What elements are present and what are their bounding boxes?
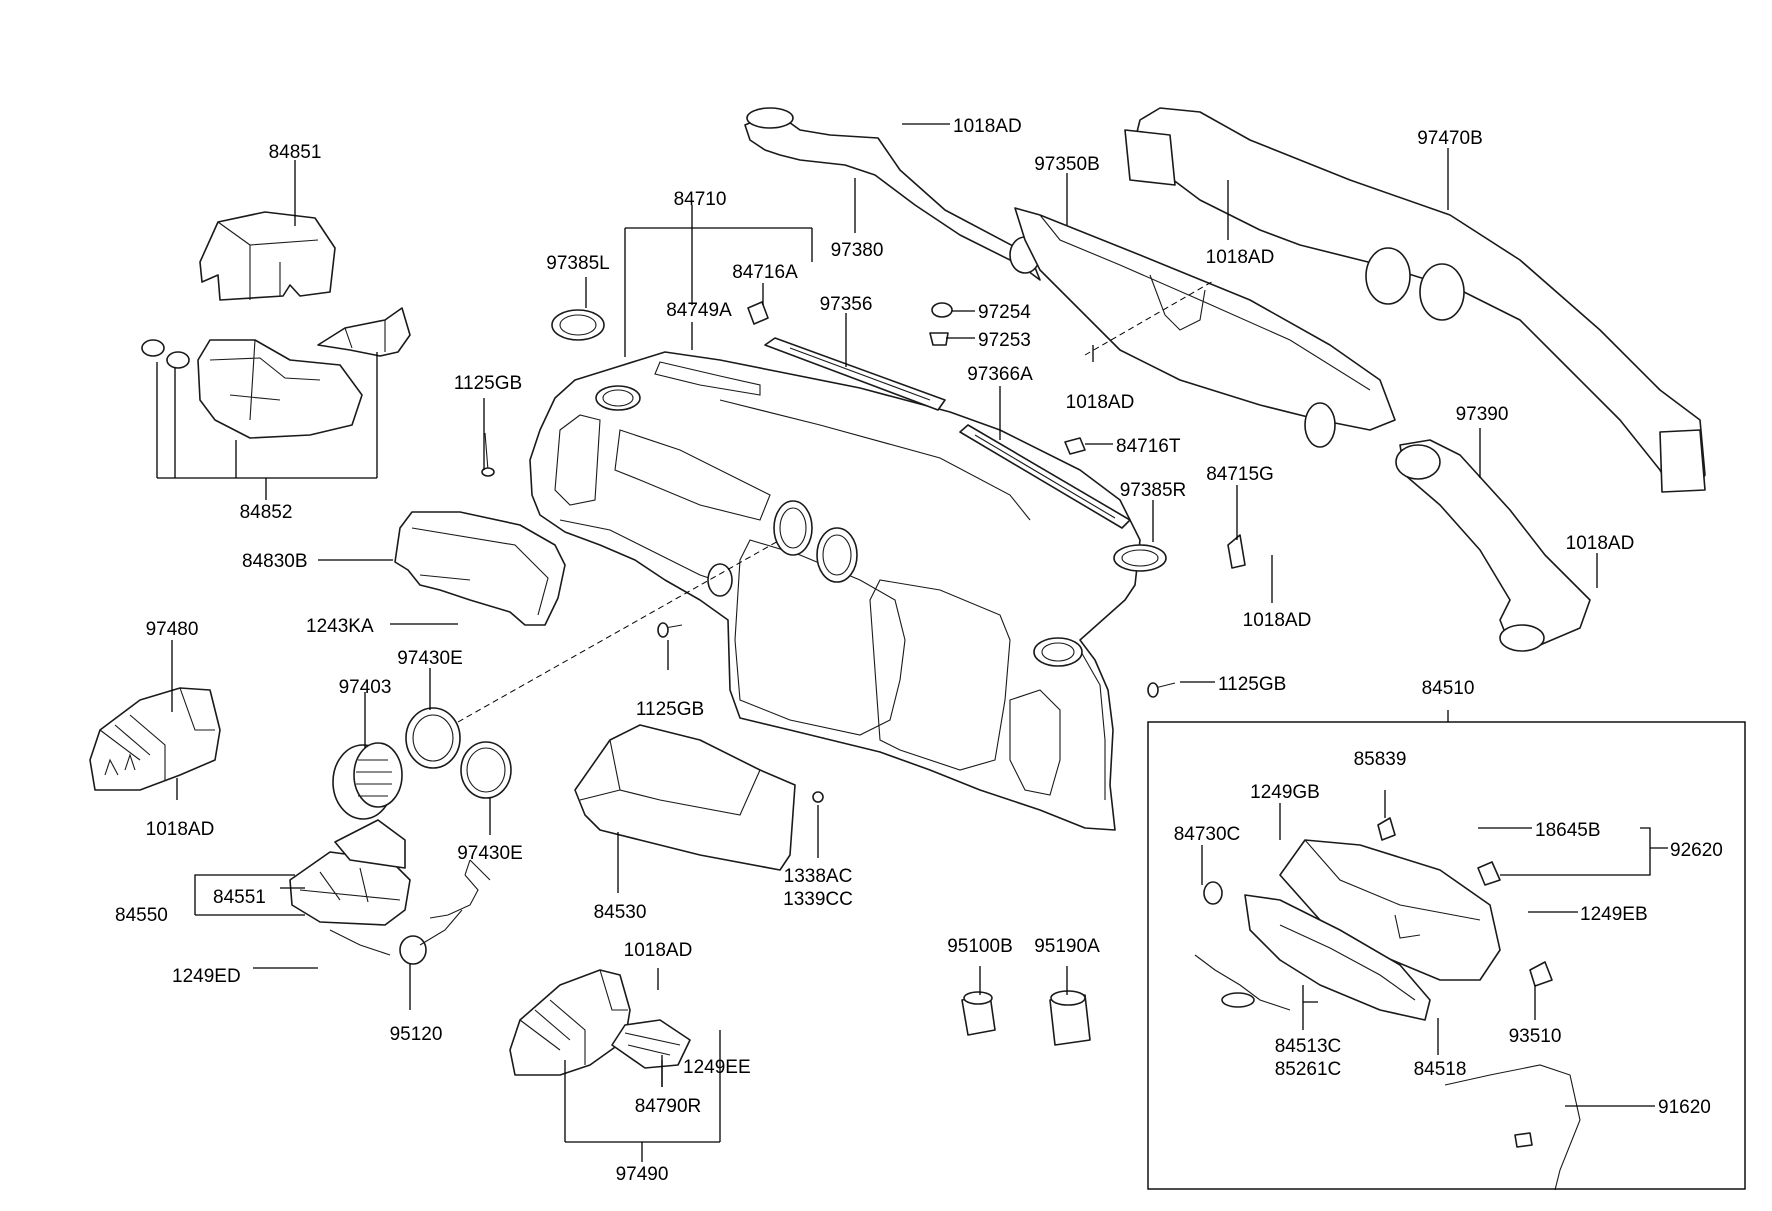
lower-panel-84530 [574,724,796,871]
vent-ring-lower [460,741,512,799]
label-84715g: 84715G [1206,464,1274,485]
nut-1338ac [812,791,824,803]
label-84550: 84550 [115,905,168,926]
label-1249eb: 1249EB [1580,904,1648,925]
label-1249gb: 1249GB [1250,782,1320,803]
label-97430e-a: 97430E [397,648,463,669]
label-97385l: 97385L [546,253,609,274]
center-switch-panel [289,819,491,965]
center-air-vent [332,742,403,820]
label-1018ad-b: 1018AD [953,116,1022,137]
label-92620: 92620 [1670,840,1723,861]
leader-lines [156,123,1746,1190]
label-84730c: 84730C [1174,824,1241,845]
part-labels: 84851 84852 84830B 1243KA 97480 1018AD 9… [115,116,1723,1185]
label-1018ad-d: 1018AD [1066,392,1135,413]
label-1018ad-a: 1018AD [146,819,215,840]
label-1249ee: 1249EE [683,1057,751,1078]
label-84518: 84518 [1414,1059,1467,1080]
label-18645b: 18645B [1535,820,1601,841]
label-1338ac: 1338AC [784,866,853,887]
switch-95100b [961,991,996,1036]
defroster-nozzle-97356 [764,337,946,411]
label-1018ad-f: 1018AD [1566,533,1635,554]
label-97490: 97490 [616,1164,669,1185]
label-95120: 95120 [390,1024,443,1045]
vent-ring-97385l [551,309,605,341]
bolt-1125gb-left [481,432,495,477]
label-85839: 85839 [1354,749,1407,770]
label-97356: 97356 [820,294,873,315]
clip-84716a [747,301,769,325]
label-84716t: 84716T [1116,436,1181,457]
label-93510: 93510 [1509,1026,1562,1047]
label-97403: 97403 [339,677,392,698]
label-1125gb-b: 1125GB [636,699,704,720]
bolt-1125gb-mid [657,622,683,638]
side-air-vent-left [89,687,221,791]
upper-column-shroud [199,211,336,301]
glove-box-assembly [1194,817,1581,1191]
plug-97253 [929,332,949,346]
cluster-facia [394,511,566,626]
label-97430e-b: 97430E [457,843,523,864]
clip-84716t [1064,437,1086,455]
label-84551: 84551 [213,887,266,908]
air-duct-97380 [744,107,1041,281]
label-84510: 84510 [1422,678,1475,699]
label-84710: 84710 [674,189,727,210]
label-85261c: 85261C [1275,1059,1342,1080]
label-84513c: 84513C [1275,1036,1342,1057]
label-1243ka: 1243KA [306,616,374,637]
label-1018ad-g: 1018AD [624,940,693,961]
label-1339cc: 1339CC [783,889,853,910]
label-84530: 84530 [594,902,647,923]
label-95190a: 95190A [1034,936,1100,957]
crash-pad-main-panel [529,351,1141,831]
label-84852: 84852 [240,502,293,523]
defroster-nozzle-97366a [959,424,1131,529]
bolt-1125gb-right [1147,682,1176,698]
label-84790r: 84790R [635,1096,702,1117]
air-duct-97390 [1395,439,1591,652]
air-duct-97470b [1124,107,1706,493]
label-84749a: 84749A [666,300,732,321]
label-97350b: 97350B [1034,154,1100,175]
label-97254: 97254 [978,302,1031,323]
label-97480: 97480 [146,619,199,640]
label-84830b: 84830B [242,551,308,572]
label-1018ad-e: 1018AD [1243,610,1312,631]
switch-95190a [1049,990,1091,1046]
bracket-84715g [1227,534,1246,569]
lower-column-shroud [141,307,411,439]
label-95100b: 95100B [947,936,1013,957]
label-97390: 97390 [1456,404,1509,425]
air-duct-97350b [1014,207,1396,448]
plug-97254 [931,302,953,318]
label-91620: 91620 [1658,1097,1711,1118]
label-1018ad-c: 1018AD [1206,247,1275,268]
label-97385r: 97385R [1120,480,1187,501]
side-air-vent-lower [509,969,691,1076]
label-97253: 97253 [978,330,1031,351]
label-84716a: 84716A [732,262,798,283]
label-84851: 84851 [269,142,322,163]
label-1125gb-c: 1125GB [1218,674,1286,695]
label-1249ed: 1249ED [172,966,241,987]
label-97366a: 97366A [967,364,1033,385]
label-97380: 97380 [831,240,884,261]
label-1125gb-a: 1125GB [454,373,522,394]
label-97470b: 97470B [1417,128,1483,149]
vent-ring-upper [405,707,461,769]
vent-ring-97385r [1113,544,1167,572]
